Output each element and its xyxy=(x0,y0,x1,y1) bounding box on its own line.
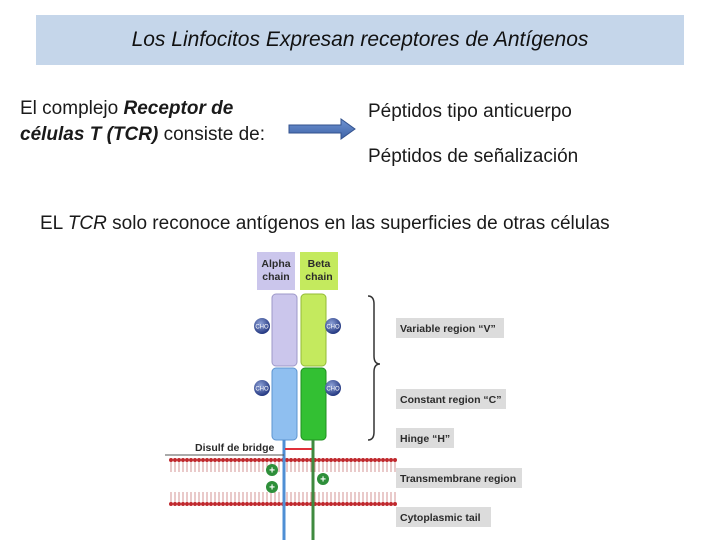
alpha-variable-domain xyxy=(271,293,298,367)
tcr-note: EL TCR solo reconoce antígenos en las su… xyxy=(40,213,610,235)
svg-text:+: + xyxy=(269,483,275,494)
beta-chain-label-box xyxy=(300,252,338,290)
positive-charge-icon-alpha-2: + xyxy=(266,481,278,494)
cho-icon-beta-constant: CHO xyxy=(325,380,341,396)
svg-text:CHO: CHO xyxy=(255,387,269,393)
cho-icon-alpha-variable: CHO xyxy=(254,318,270,334)
constant-region-label: Constant region “C” xyxy=(396,389,506,409)
beta-constant-domain xyxy=(300,367,327,441)
cho-icon-alpha-constant: CHO xyxy=(254,380,270,396)
region-bracket xyxy=(367,295,381,441)
tcr-note-emphasis: TCR xyxy=(67,213,107,234)
feature-list: Péptidos tipo anticuerpo Péptidos de señ… xyxy=(368,101,578,191)
svg-text:Variable region “V”: Variable region “V” xyxy=(400,323,496,335)
tcr-description-suffix: consiste de: xyxy=(158,124,265,145)
transmembrane-region-label: Transmembrane region xyxy=(396,468,522,488)
svg-text:Hinge “H”: Hinge “H” xyxy=(400,433,450,445)
title-banner: Los Linfocitos Expresan receptores de An… xyxy=(36,15,684,65)
tcr-description-emphasis: Receptor de células T (TCR) xyxy=(20,98,234,145)
alpha-constant-domain xyxy=(271,367,298,441)
svg-text:Transmembrane region: Transmembrane region xyxy=(400,473,516,485)
tcr-note-prefix: EL xyxy=(40,213,68,234)
cho-icon-beta-variable: CHO xyxy=(325,318,341,334)
svg-text:Constant region “C”: Constant region “C” xyxy=(400,394,502,406)
tcr-note-suffix: solo reconoce antígenos en las superfici… xyxy=(106,213,610,234)
svg-text:+: + xyxy=(269,466,275,477)
positive-charge-icon-beta: + xyxy=(317,473,329,486)
feature-item-signaling: Péptidos de señalización xyxy=(368,146,579,167)
right-arrow-icon xyxy=(288,118,356,140)
svg-text:Cytoplasmic tail: Cytoplasmic tail xyxy=(400,512,481,524)
hinge-region-label: Hinge “H” xyxy=(396,428,454,448)
disulfide-bridge-label: Disulf de bridge xyxy=(195,442,275,454)
tcr-description: El complejo Receptor de células T (TCR) … xyxy=(20,96,270,148)
svg-text:CHO: CHO xyxy=(326,325,340,331)
alpha-chain-label-box xyxy=(257,252,295,290)
svg-text:CHO: CHO xyxy=(326,387,340,393)
beta-variable-domain xyxy=(300,293,327,367)
svg-text:CHO: CHO xyxy=(255,325,269,331)
slide-title: Los Linfocitos Expresan receptores de An… xyxy=(131,28,589,51)
svg-text:+: + xyxy=(320,475,326,486)
positive-charge-icon-alpha-1: + xyxy=(266,464,278,477)
variable-region-label: Variable region “V” xyxy=(396,318,504,338)
tcr-description-prefix: El complejo xyxy=(20,98,124,119)
cytoplasmic-tail-label: Cytoplasmic tail xyxy=(396,507,491,527)
cell-membrane xyxy=(169,458,397,506)
feature-item-antibody: Péptidos tipo anticuerpo xyxy=(368,101,572,122)
